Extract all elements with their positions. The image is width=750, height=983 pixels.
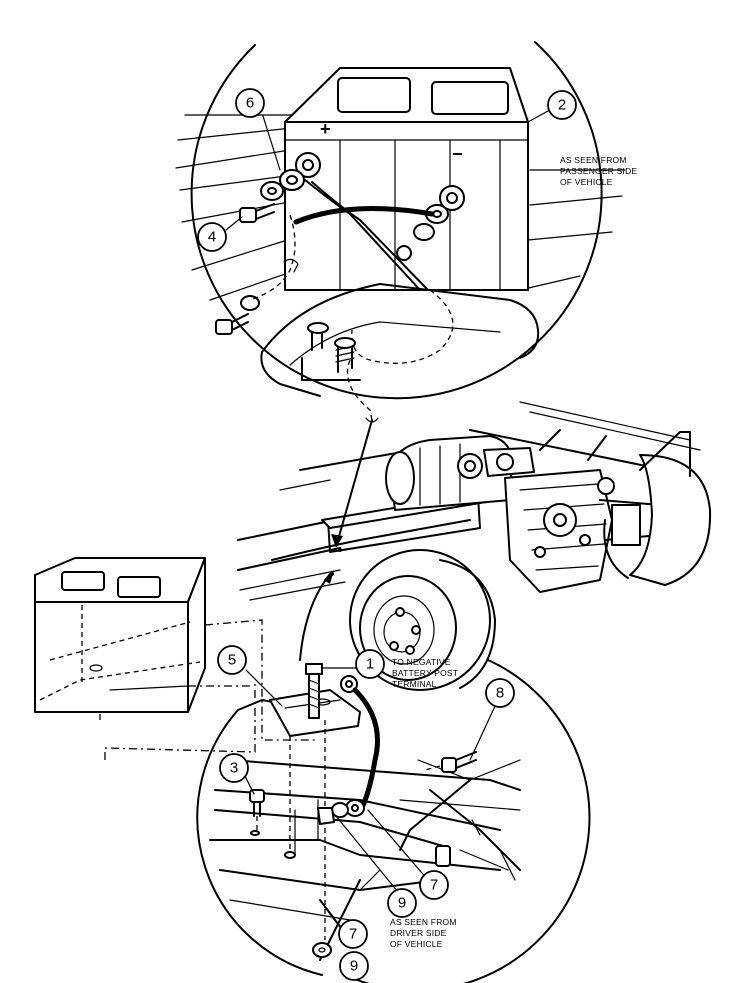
jumper-cable bbox=[293, 206, 435, 225]
callout-7-low: 7 bbox=[338, 919, 368, 949]
callout-4: 4 bbox=[197, 222, 227, 252]
positive-sign: + bbox=[320, 119, 331, 139]
svg-text:PASSENGER SIDE: PASSENGER SIDE bbox=[560, 166, 637, 176]
callout-9-mid: 9 bbox=[387, 888, 417, 918]
callout-1: 1 bbox=[355, 649, 385, 679]
battery-exploded bbox=[34, 557, 206, 713]
leader-lines bbox=[225, 110, 549, 893]
svg-text:TERMINAL: TERMINAL bbox=[392, 679, 437, 689]
svg-text:2: 2 bbox=[558, 97, 566, 114]
battery-upper: + − bbox=[284, 67, 529, 291]
motor-assembly bbox=[385, 435, 535, 511]
svg-text:3: 3 bbox=[230, 760, 238, 777]
ground-cable bbox=[317, 675, 380, 825]
callout-2: 2 bbox=[547, 90, 577, 120]
cable-bolt-lower bbox=[215, 313, 249, 335]
frame-bolt bbox=[249, 789, 265, 832]
lower-detail-view bbox=[196, 659, 591, 983]
svg-text:7: 7 bbox=[430, 877, 438, 894]
wheel-left bbox=[349, 549, 496, 691]
upper-detail-view: + − bbox=[175, 41, 626, 423]
svg-text:BATTERY POST: BATTERY POST bbox=[392, 668, 458, 678]
svg-text:5: 5 bbox=[228, 652, 236, 669]
callout-7-mid: 7 bbox=[419, 870, 449, 900]
svg-text:1: 1 bbox=[366, 656, 374, 673]
svg-text:OF VEHICLE: OF VEHICLE bbox=[390, 939, 443, 949]
svg-text:9: 9 bbox=[350, 958, 358, 975]
negative-sign: − bbox=[452, 144, 463, 164]
callout-9-low: 9 bbox=[339, 951, 369, 981]
callout-5: 5 bbox=[217, 645, 247, 675]
svg-text:7: 7 bbox=[349, 926, 357, 943]
svg-text:TO NEGATIVE: TO NEGATIVE bbox=[392, 657, 451, 667]
pointer-arrow-lower bbox=[299, 573, 331, 661]
note-passenger-side: AS SEEN FROM PASSENGER SIDE OF VEHICLE bbox=[560, 155, 637, 187]
lower-washer bbox=[312, 942, 332, 958]
clamp-bolt bbox=[305, 663, 323, 719]
svg-text:AS SEEN FROM: AS SEEN FROM bbox=[560, 155, 627, 165]
terminal-bolt-upper bbox=[239, 203, 275, 223]
svg-text:9: 9 bbox=[398, 895, 406, 912]
rear-wheel-right bbox=[603, 431, 712, 586]
svg-text:OF VEHICLE: OF VEHICLE bbox=[560, 177, 613, 187]
bracket-bolt bbox=[424, 751, 477, 773]
svg-text:4: 4 bbox=[208, 229, 216, 246]
callout-6: 6 bbox=[235, 88, 265, 118]
svg-text:DRIVER SIDE: DRIVER SIDE bbox=[390, 928, 447, 938]
svg-text:8: 8 bbox=[496, 685, 504, 702]
callout-8: 8 bbox=[485, 678, 515, 708]
svg-text:6: 6 bbox=[246, 95, 254, 112]
differential bbox=[504, 429, 661, 593]
note-driver-side: AS SEEN FROM DRIVER SIDE OF VEHICLE bbox=[390, 917, 457, 949]
note-negative-terminal: TO NEGATIVE BATTERY POST TERMINAL bbox=[392, 657, 458, 689]
solenoid-terminals bbox=[301, 322, 361, 381]
pointer-arrow-upper bbox=[337, 419, 373, 541]
svg-text:AS SEEN FROM: AS SEEN FROM bbox=[390, 917, 457, 927]
callout-3: 3 bbox=[219, 753, 249, 783]
vehicle-chassis bbox=[237, 401, 712, 691]
upper-detail-outline bbox=[190, 41, 603, 400]
